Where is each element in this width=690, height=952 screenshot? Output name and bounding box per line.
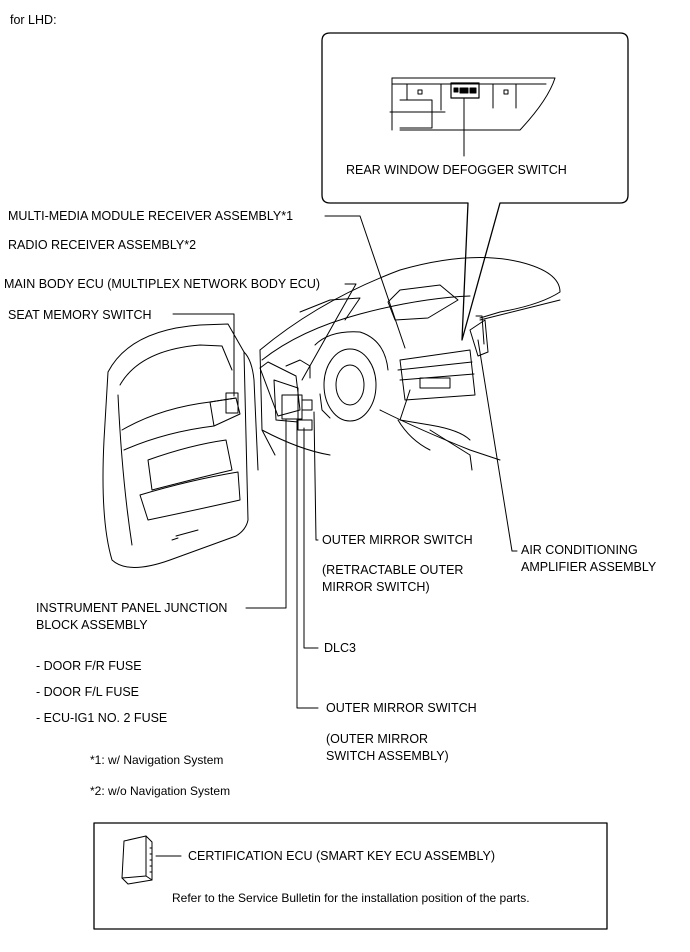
radio-receiver-label: RADIO RECEIVER ASSEMBLY*2 (8, 238, 197, 252)
ac-amplifier-label-2: AMPLIFIER ASSEMBLY (521, 560, 657, 574)
leader-outer-mirror-1 (313, 411, 319, 541)
instrument-panel-outline (259, 257, 561, 471)
inset-callout-frame (321, 32, 629, 341)
door-outline (102, 323, 259, 568)
page-title: for LHD: (10, 13, 57, 27)
leader-main-body-ecu (301, 283, 357, 381)
note-navigation: *1: w/ Navigation System (90, 753, 224, 767)
fuse-door-fl-label: - DOOR F/L FUSE (36, 685, 140, 699)
mm-receiver-label: MULTI-MEDIA MODULE RECEIVER ASSEMBLY*1 (8, 209, 294, 223)
leader-outer-mirror-2 (296, 419, 319, 709)
outer-mirror-switch-2-label: OUTER MIRROR SWITCH (326, 701, 477, 715)
leader-seat-memory (172, 313, 235, 397)
ac-amplifier-label-1: AIR CONDITIONING (521, 543, 638, 557)
leader-ac-amp (477, 339, 518, 552)
main-body-ecu-label: MAIN BODY ECU (MULTIPLEX NETWORK BODY EC… (4, 277, 321, 291)
outer-mirror-switch-label: OUTER MIRROR SWITCH (322, 533, 473, 547)
switch-panel-inset (389, 77, 556, 157)
outer-mirror-assembly-label-1: (OUTER MIRROR (326, 732, 429, 746)
retractable-outer-mirror-label-2: MIRROR SWITCH) (322, 580, 430, 594)
certification-ecu-icon (121, 835, 182, 885)
leader-lines (172, 215, 518, 709)
outer-mirror-assembly-label-2: SWITCH ASSEMBLY) (326, 749, 449, 763)
seat-memory-switch-label: SEAT MEMORY SWITCH (8, 308, 152, 322)
ip-junction-block-label-1: INSTRUMENT PANEL JUNCTION (36, 601, 228, 615)
service-bulletin-note: Refer to the Service Bulletin for the in… (172, 891, 530, 905)
dlc3-label: DLC3 (324, 641, 356, 655)
certification-ecu-label: CERTIFICATION ECU (SMART KEY ECU ASSEMBL… (188, 849, 496, 863)
fuse-door-fr-label: - DOOR F/R FUSE (36, 659, 142, 673)
leader-dlc3 (303, 427, 319, 649)
note-no-navigation: *2: w/o Navigation System (90, 784, 231, 798)
fuse-ecu-ig1-label: - ECU-IG1 NO. 2 FUSE (36, 711, 168, 725)
ip-junction-block-label-2: BLOCK ASSEMBLY (36, 618, 148, 632)
retractable-outer-mirror-label-1: (RETRACTABLE OUTER (322, 563, 464, 577)
rear-window-defogger-switch-label: REAR WINDOW DEFOGGER SWITCH (346, 163, 567, 177)
certification-ecu-box (93, 822, 608, 930)
leader-mm-receiver (324, 215, 406, 349)
leader-ip-jb (245, 419, 287, 609)
